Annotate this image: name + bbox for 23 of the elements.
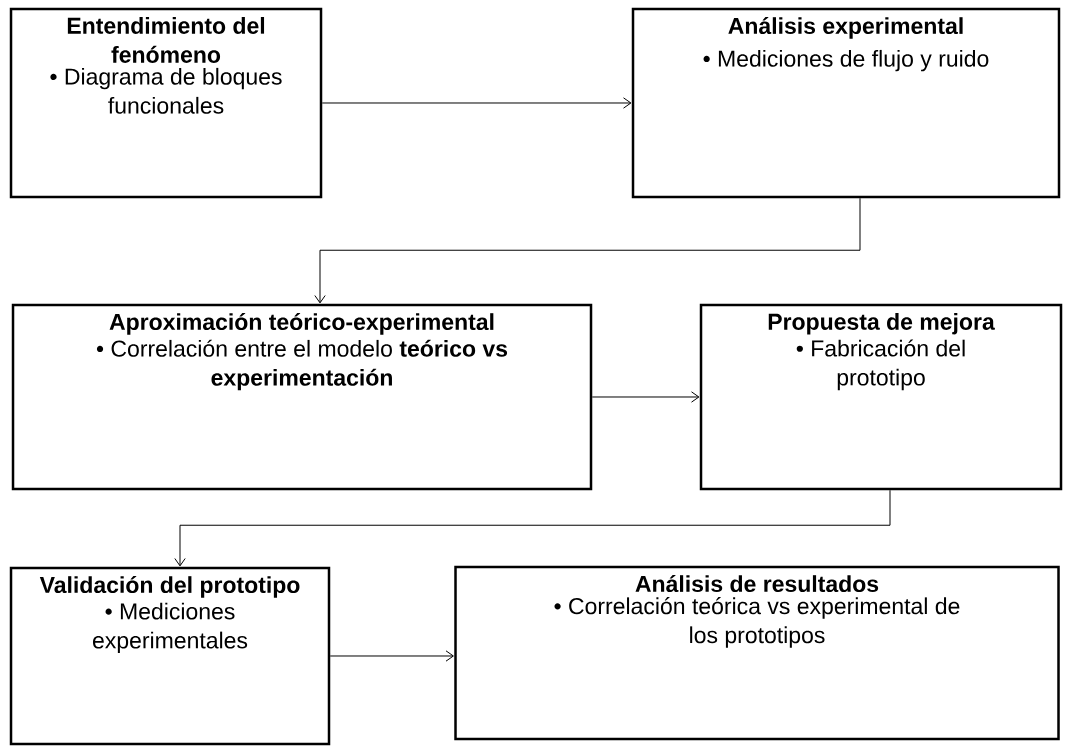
- arrow: [321, 97, 632, 109]
- box-heading: Análisis experimental: [728, 17, 963, 39]
- box-heading: Validación del prototipo: [39, 576, 300, 598]
- arrow: [591, 391, 700, 403]
- process-box: [11, 303, 593, 491]
- process-box: [9, 566, 331, 746]
- box-heading: Aproximación teórico-experimental: [109, 313, 494, 335]
- arrow: [314, 197, 861, 304]
- process-box: [699, 303, 1063, 491]
- arrow: [329, 650, 454, 662]
- box-heading: Análisis de resultados: [635, 575, 879, 593]
- bullet-item: • Correlación entre el modelo teórico vs experimentación: [96, 339, 508, 391]
- process-box: [631, 7, 1061, 199]
- bullet-item: • Diagrama de bloques funcionales: [50, 67, 282, 114]
- bullet-item: • Mediciones de flujo y ruido: [703, 49, 989, 72]
- process-box: [454, 565, 1060, 741]
- process-box: [9, 7, 323, 199]
- bullet-item: • Mediciones experimentales: [93, 602, 248, 654]
- box-heading: Propuesta de mejora: [768, 313, 995, 335]
- bullet-item: • Fabricación del prototipo: [796, 339, 965, 391]
- box-heading: Entendimiento del fenómeno: [67, 17, 265, 63]
- arrow: [174, 489, 891, 567]
- bullet-item: • Correlación teórica vs experimental de los prototipos: [554, 597, 960, 648]
